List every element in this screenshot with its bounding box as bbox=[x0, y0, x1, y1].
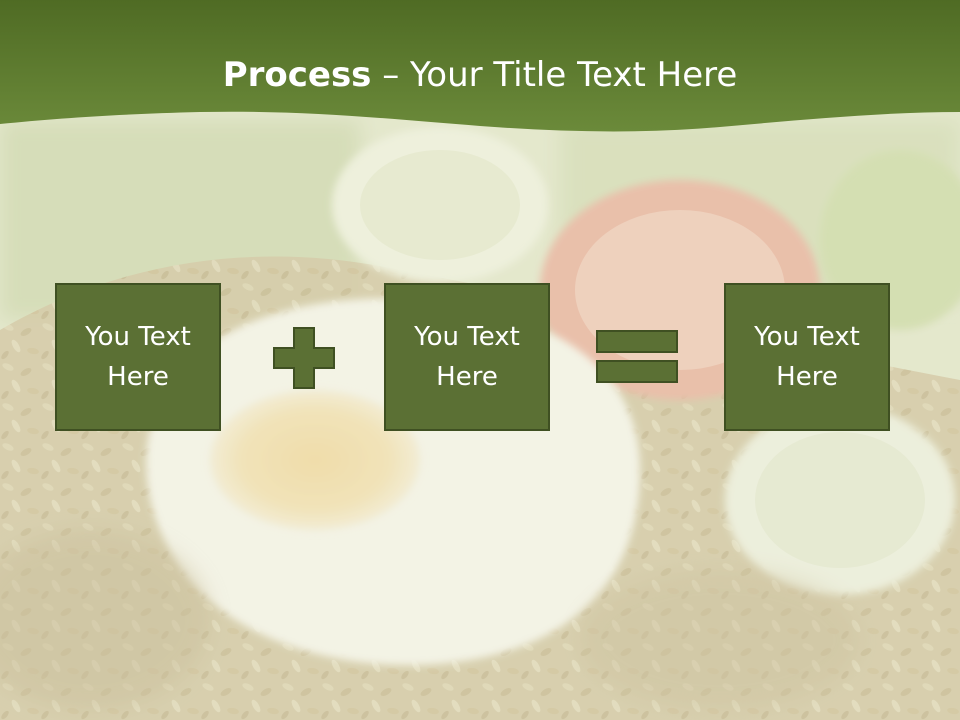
text-box-3[interactable]: You Text Here bbox=[724, 283, 890, 431]
title-bold: Process bbox=[222, 55, 372, 95]
text-box-3-line2: Here bbox=[776, 362, 838, 392]
title-rest: – Your Title Text Here bbox=[371, 55, 738, 95]
text-box-2-line1: You Text bbox=[414, 322, 520, 352]
text-box-1-line1: You Text bbox=[85, 322, 191, 352]
slide-title: Process – Your Title Text Here bbox=[0, 52, 960, 98]
text-box-2-line2: Here bbox=[436, 362, 498, 392]
equals-icon bbox=[596, 330, 678, 383]
text-box-3-line1: You Text bbox=[754, 322, 860, 352]
text-box-2[interactable]: You Text Here bbox=[384, 283, 550, 431]
text-box-1-line2: Here bbox=[107, 362, 169, 392]
header-banner bbox=[0, 0, 960, 132]
plus-icon bbox=[273, 327, 335, 389]
text-box-1[interactable]: You Text Here bbox=[55, 283, 221, 431]
